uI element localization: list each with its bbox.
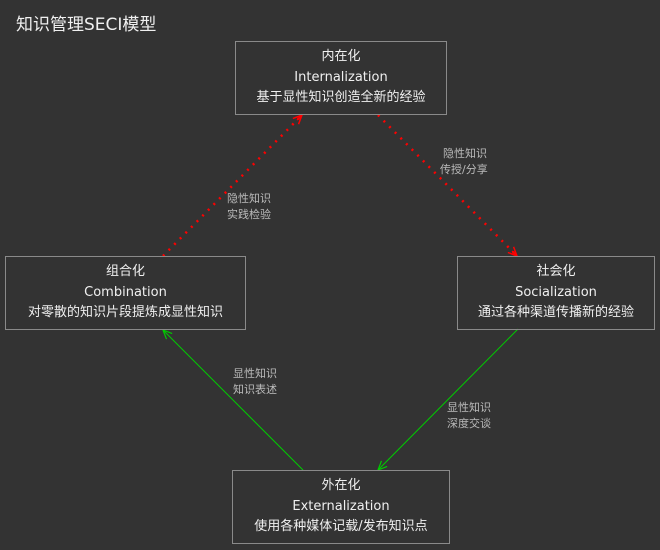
- node-name: 外在化: [321, 478, 361, 493]
- edge-label-combination-to-internalization: 隐性知识 实践检验: [227, 191, 271, 223]
- node-combination[interactable]: 组合化 Combination 对零散的知识片段提炼成显性知识: [5, 256, 246, 330]
- node-externalization[interactable]: 外在化 Externalization 使用各种媒体记载/发布知识点: [232, 470, 450, 544]
- arrow-externalization-to-combination: [163, 330, 304, 471]
- edge-label-externalization-to-combination: 显性知识 知识表述: [233, 366, 277, 398]
- edge-label-line: 显性知识: [447, 401, 491, 414]
- node-desc: 通过各种渠道传播新的经验: [477, 305, 634, 320]
- node-english: Combination: [84, 284, 167, 300]
- edge-label-line: 传授/分享: [440, 163, 488, 176]
- edge-label-line: 知识表述: [233, 383, 277, 396]
- edge-label-internalization-to-socialization: 隐性知识 传授/分享: [440, 146, 488, 178]
- node-english: Externalization: [292, 498, 390, 514]
- node-english: Socialization: [515, 284, 597, 300]
- arrow-internalization-to-socialization: [377, 114, 517, 256]
- arrow-socialization-to-externalization: [378, 328, 519, 470]
- edge-label-line: 隐性知识: [227, 192, 271, 205]
- edge-label-line: 隐性知识: [443, 147, 487, 160]
- node-english: Internalization: [294, 69, 388, 85]
- node-desc: 对零散的知识片段提炼成显性知识: [27, 305, 223, 320]
- node-desc: 基于显性知识创造全新的经验: [256, 90, 426, 105]
- edge-label-line: 实践检验: [227, 208, 271, 221]
- edge-label-line: 显性知识: [233, 367, 277, 380]
- node-name: 内在化: [321, 49, 361, 64]
- node-name: 社会化: [536, 264, 576, 279]
- node-desc: 使用各种媒体记载/发布知识点: [254, 519, 428, 534]
- node-internalization[interactable]: 内在化 Internalization 基于显性知识创造全新的经验: [235, 41, 447, 115]
- diagram-title: 知识管理SECI模型: [16, 15, 157, 35]
- edge-label-socialization-to-externalization: 显性知识 深度交谈: [447, 400, 491, 432]
- node-socialization[interactable]: 社会化 Socialization 通过各种渠道传播新的经验: [457, 256, 655, 330]
- arrow-combination-to-internalization: [162, 115, 302, 257]
- edge-label-line: 深度交谈: [447, 417, 491, 430]
- node-name: 组合化: [105, 264, 145, 279]
